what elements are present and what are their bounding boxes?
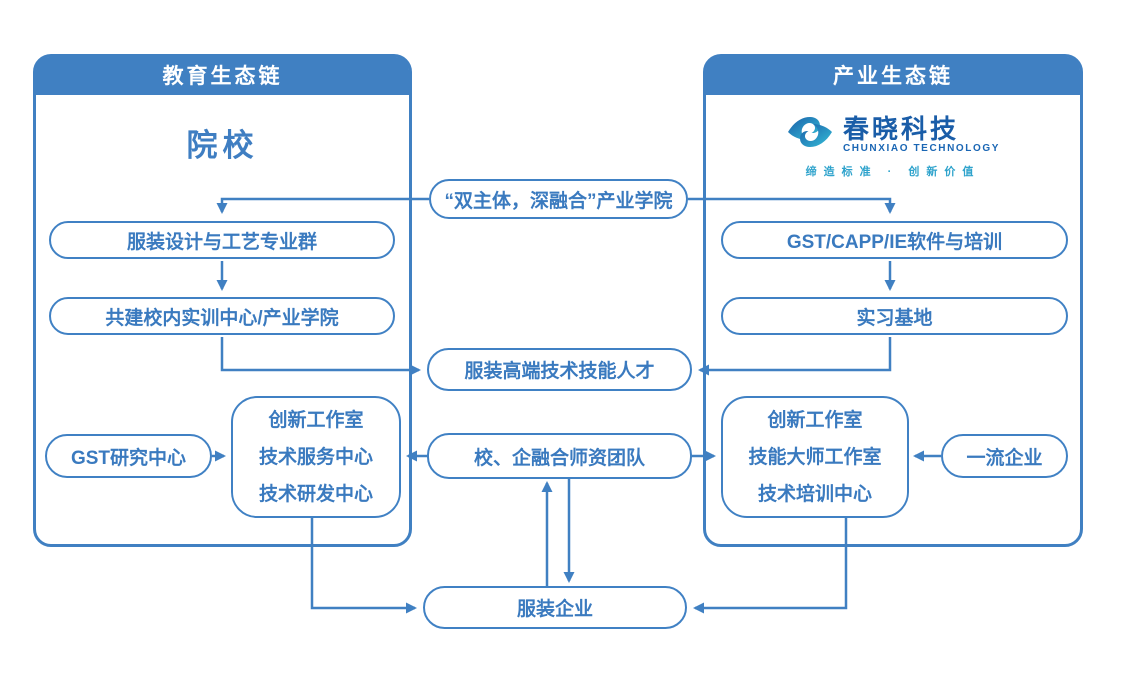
- left-centers-line-2: 技术服务中心: [258, 446, 373, 468]
- college-title: 院校: [186, 128, 259, 163]
- industry-chain-header: 产业生态链: [706, 57, 1080, 98]
- node-top-enterprise: 一流企业: [941, 434, 1068, 478]
- chunxiao-logo: 春晓科技 CHUNXIAO TECHNOLOGY 缔造标准 · 创新价值: [706, 114, 1080, 179]
- education-chain-header: 教育生态链: [36, 57, 409, 98]
- left-centers-line-3: 技术研发中心: [258, 483, 373, 505]
- node-talent: 服装高端技术技能人才: [427, 348, 692, 391]
- node-major-group: 服装设计与工艺专业群: [49, 221, 395, 259]
- node-faculty-team: 校、企融合师资团队: [427, 433, 692, 479]
- node-training-center: 共建校内实训中心/产业学院: [49, 297, 395, 335]
- node-garment-enterprise: 服装企业: [423, 586, 687, 629]
- node-right-centers: 创新工作室 技能大师工作室 技术培训中心: [721, 396, 909, 518]
- node-industry-college: “双主体，深融合”产业学院: [429, 179, 688, 219]
- right-centers-line-1: 创新工作室: [767, 409, 863, 431]
- node-gst-research: GST研究中心: [45, 434, 212, 478]
- node-left-centers: 创新工作室 技术服务中心 技术研发中心: [231, 396, 401, 518]
- chunxiao-logo-name: 春晓科技: [842, 114, 959, 144]
- chunxiao-logo-icon: [786, 114, 834, 155]
- node-software-training: GST/CAPP/IE软件与培训: [721, 221, 1068, 259]
- chunxiao-logo-name-en: CHUNXIAO TECHNOLOGY: [842, 143, 1001, 154]
- node-internship-base: 实习基地: [721, 297, 1068, 335]
- left-centers-line-1: 创新工作室: [268, 409, 364, 431]
- chunxiao-logo-tagline: 缔造标准 · 创新价值: [805, 166, 981, 178]
- right-centers-line-3: 技术培训中心: [757, 483, 872, 505]
- right-centers-line-2: 技能大师工作室: [748, 446, 882, 468]
